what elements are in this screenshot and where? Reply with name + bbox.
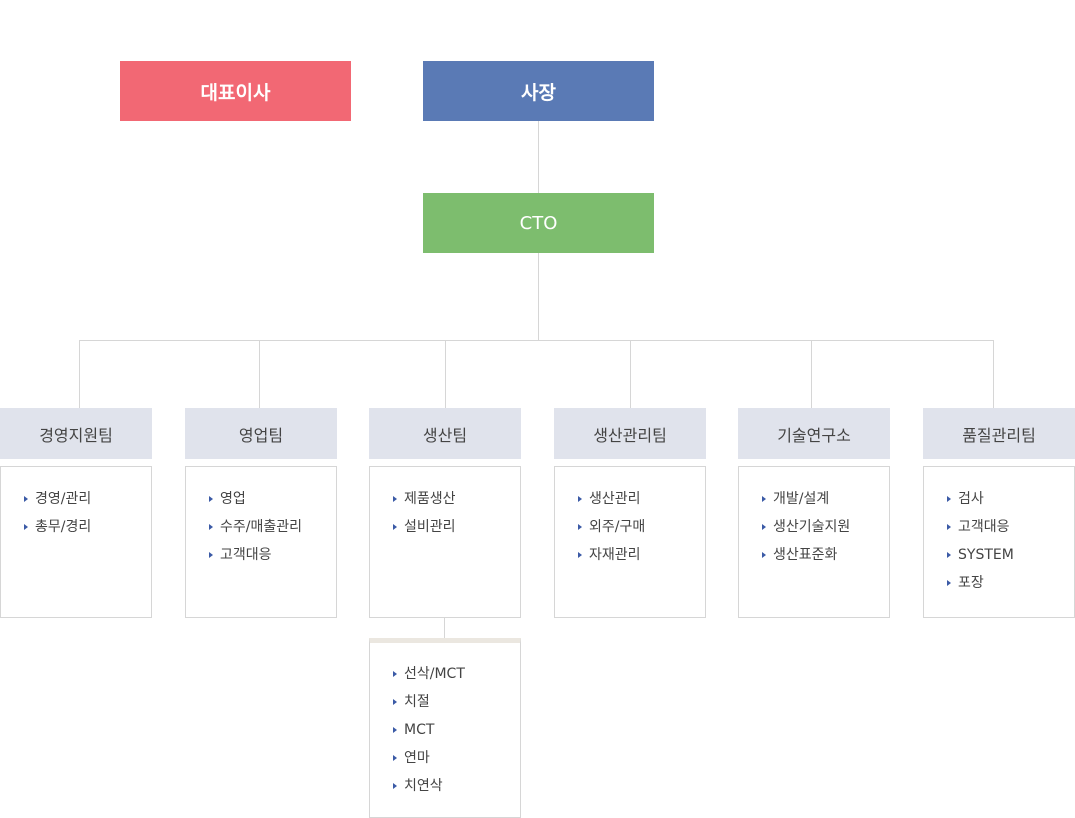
connector-team-2 [259, 340, 260, 408]
triangle-right-icon [393, 496, 397, 502]
team-name: 기술연구소 [777, 425, 851, 445]
team-body-production-management: 생산관리 외주/구매 자재관리 [554, 466, 706, 618]
triangle-right-icon [393, 524, 397, 530]
team-item-list: 생산관리 외주/구매 자재관리 [555, 467, 705, 572]
list-item: 제품생산 [393, 488, 520, 516]
connector-team-3 [445, 340, 446, 408]
team-header-production: 생산팀 [369, 408, 521, 459]
connector-team-6 [993, 340, 994, 408]
cto-label: CTO [519, 212, 558, 234]
team-body-research-lab: 개발/설계 생산기술지원 생산표준화 [738, 466, 890, 618]
list-item: 고객대응 [209, 544, 336, 572]
production-sub-item-list: 선삭/MCT 치절 MCT 연마 치연삭 [370, 643, 520, 803]
list-item: 연마 [393, 747, 520, 775]
triangle-right-icon [393, 783, 397, 789]
team-name: 영업팀 [238, 425, 284, 445]
connector-team-5 [811, 340, 812, 408]
list-item: 경영/관리 [24, 488, 151, 516]
team-header-production-management: 생산관리팀 [554, 408, 706, 459]
team-item-list: 영업 수주/매출관리 고객대응 [186, 467, 336, 572]
triangle-right-icon [947, 496, 951, 502]
team-item-list: 제품생산 설비관리 [370, 467, 520, 544]
team-body-quality-control: 검사 고객대응 SYSTEM 포장 [923, 466, 1075, 618]
team-item-list: 경영/관리 총무/경리 [1, 467, 151, 544]
team-body-production: 제품생산 설비관리 [369, 466, 521, 618]
team-body-management-support: 경영/관리 총무/경리 [0, 466, 152, 618]
list-item: SYSTEM [947, 544, 1074, 572]
list-item: 수주/매출관리 [209, 516, 336, 544]
production-sub-box: 선삭/MCT 치절 MCT 연마 치연삭 [369, 638, 521, 818]
list-item: 치연삭 [393, 775, 520, 803]
team-item-list: 검사 고객대응 SYSTEM 포장 [924, 467, 1074, 600]
list-item: 생산기술지원 [762, 516, 889, 544]
team-header-management-support: 경영지원팀 [0, 408, 152, 459]
ceo-box: 대표이사 [120, 61, 351, 121]
list-item: 총무/경리 [24, 516, 151, 544]
triangle-right-icon [947, 580, 951, 586]
triangle-right-icon [24, 496, 28, 502]
cto-box: CTO [423, 193, 654, 253]
list-item: 포장 [947, 572, 1074, 600]
triangle-right-icon [393, 699, 397, 705]
list-item: 고객대응 [947, 516, 1074, 544]
list-item: 자재관리 [578, 544, 705, 572]
triangle-right-icon [762, 496, 766, 502]
triangle-right-icon [762, 524, 766, 530]
triangle-right-icon [578, 552, 582, 558]
triangle-right-icon [24, 524, 28, 530]
list-item: 개발/설계 [762, 488, 889, 516]
ceo-label: 대표이사 [200, 81, 271, 104]
team-name: 품질관리팀 [962, 425, 1036, 445]
team-name: 생산팀 [422, 425, 468, 445]
triangle-right-icon [947, 552, 951, 558]
connector-president-cto [538, 121, 539, 193]
triangle-right-icon [209, 496, 213, 502]
team-header-research-lab: 기술연구소 [738, 408, 890, 459]
triangle-right-icon [762, 552, 766, 558]
president-box: 사장 [423, 61, 654, 121]
triangle-right-icon [393, 671, 397, 677]
list-item: 검사 [947, 488, 1074, 516]
list-item: 생산관리 [578, 488, 705, 516]
triangle-right-icon [209, 524, 213, 530]
triangle-right-icon [578, 524, 582, 530]
connector-team-1 [79, 340, 80, 408]
connector-horizontal-bus [79, 340, 994, 341]
connector-cto-bus [538, 253, 539, 341]
triangle-right-icon [947, 524, 951, 530]
triangle-right-icon [393, 755, 397, 761]
president-label: 사장 [521, 81, 556, 104]
list-item: 설비관리 [393, 516, 520, 544]
list-item: MCT [393, 719, 520, 747]
team-header-sales: 영업팀 [185, 408, 337, 459]
list-item: 영업 [209, 488, 336, 516]
triangle-right-icon [578, 496, 582, 502]
connector-production-sub [444, 618, 445, 638]
team-item-list: 개발/설계 생산기술지원 생산표준화 [739, 467, 889, 572]
triangle-right-icon [393, 727, 397, 733]
team-body-sales: 영업 수주/매출관리 고객대응 [185, 466, 337, 618]
list-item: 생산표준화 [762, 544, 889, 572]
team-header-quality-control: 품질관리팀 [923, 408, 1075, 459]
triangle-right-icon [209, 552, 213, 558]
list-item: 선삭/MCT [393, 663, 520, 691]
team-name: 경영지원팀 [39, 425, 113, 445]
list-item: 치절 [393, 691, 520, 719]
team-name: 생산관리팀 [593, 425, 667, 445]
list-item: 외주/구매 [578, 516, 705, 544]
connector-team-4 [630, 340, 631, 408]
